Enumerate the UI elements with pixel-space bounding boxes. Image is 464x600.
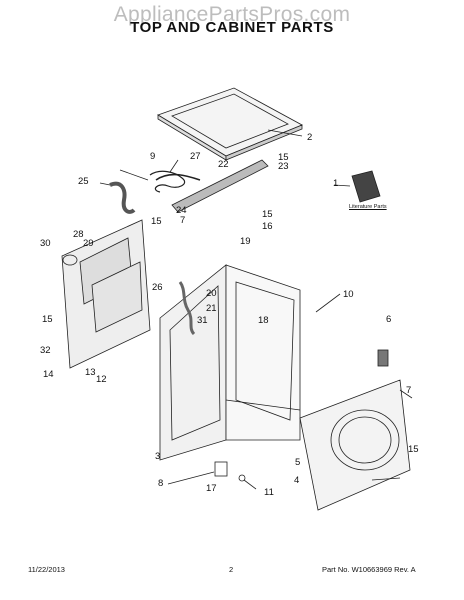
footer-part-number: Part No. W10663969 Rev. A: [322, 565, 416, 574]
callout-15b: 15: [262, 209, 273, 220]
callout-15e: 15: [408, 444, 419, 455]
rear-panel: [61, 219, 151, 369]
callout-4: 4: [294, 475, 300, 486]
callout-31: 31: [197, 315, 208, 326]
callout-14: 14: [43, 369, 54, 380]
callout-22: 22: [218, 159, 229, 170]
front-panel: [299, 379, 411, 511]
callout-19: 19: [240, 236, 251, 247]
callout-11: 11: [264, 487, 274, 498]
callout-25: 25: [78, 176, 89, 187]
callout-8: 8: [158, 478, 164, 489]
callout-28: 28: [73, 229, 84, 240]
callout-3: 3: [155, 451, 161, 462]
callout-29: 29: [83, 238, 94, 249]
callout-9: 9: [150, 151, 156, 162]
callout-16: 16: [262, 221, 273, 232]
footer-page-number: 2: [229, 565, 234, 574]
callout-12: 12: [96, 374, 107, 385]
callout-2: 2: [307, 132, 313, 143]
footer-date: 11/22/2013: [28, 565, 65, 574]
callout-24: 24: [176, 205, 187, 216]
callout-20: 20: [206, 288, 217, 299]
page-title: TOP AND CABINET PARTS: [130, 19, 334, 36]
callout-15c: 15: [151, 216, 162, 227]
callout-7: 7: [180, 215, 186, 226]
callout-26: 26: [152, 282, 163, 293]
callout-13: 13: [85, 367, 96, 378]
top-panel: [157, 87, 303, 161]
callout-15a: 15: [278, 152, 289, 163]
watermark: AppliancePartsPros.com: [113, 3, 351, 26]
callout-23: 23: [278, 161, 289, 172]
callout-21: 21: [206, 303, 217, 314]
callout-1: 1: [333, 178, 339, 189]
callout-10: 10: [343, 289, 354, 300]
callout-32: 32: [40, 345, 51, 356]
callout-7b: 7: [406, 385, 412, 396]
literature-parts-label: Literature Parts: [349, 204, 387, 210]
callout-30: 30: [40, 238, 51, 249]
callout-27: 27: [190, 151, 201, 162]
callout-18: 18: [258, 315, 269, 326]
cabinet-frame: [159, 264, 301, 461]
callout-5: 5: [295, 457, 301, 468]
callout-15d: 15: [42, 314, 53, 325]
callout-6: 6: [386, 314, 392, 325]
callout-17: 17: [206, 483, 217, 494]
